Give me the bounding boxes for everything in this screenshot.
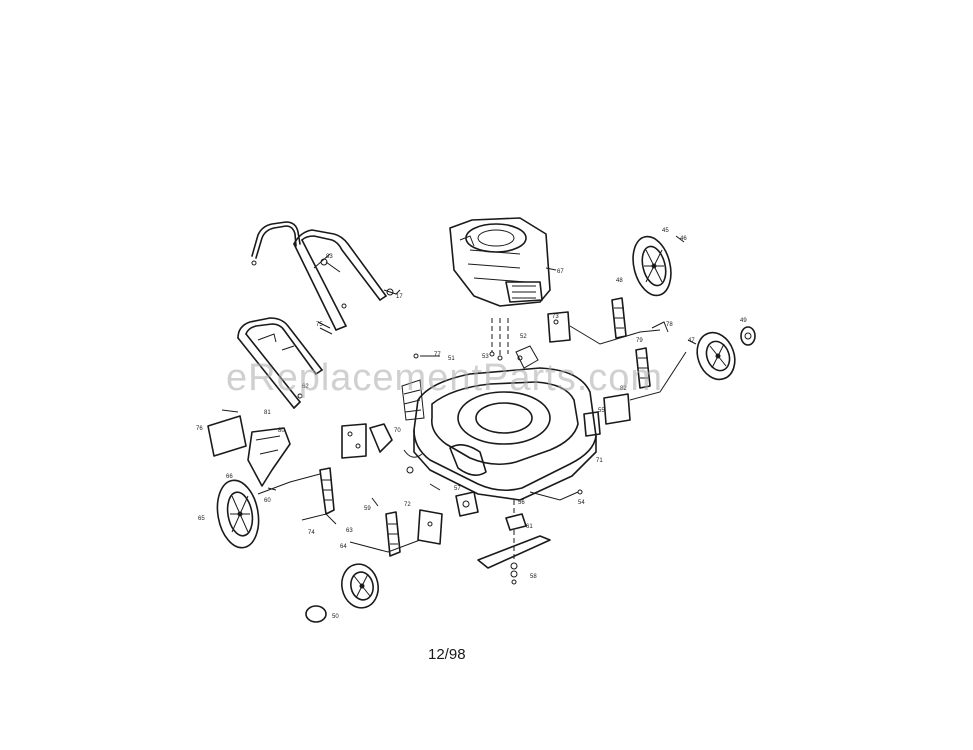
callout-50: 50	[332, 614, 339, 620]
height-adjuster-rear-left	[301, 423, 393, 525]
callout-74: 74	[308, 530, 315, 536]
hardware-leaders	[221, 235, 697, 507]
callout-49: 49	[740, 318, 747, 324]
callout-72: 72	[404, 502, 411, 508]
handle-assembly	[293, 229, 401, 335]
callout-60: 60	[264, 498, 271, 504]
site-watermark: eReplacementParts.com	[226, 357, 664, 399]
height-adjuster-rear-right	[547, 297, 669, 345]
callout-57: 57	[454, 486, 461, 492]
lower-handle	[237, 317, 323, 409]
callout-51: 51	[448, 356, 455, 362]
wheel-rear-right	[632, 235, 672, 297]
callout-78: 78	[666, 322, 673, 328]
callout-58: 58	[530, 574, 537, 580]
callout-53: 53	[482, 354, 489, 360]
callout-79: 79	[636, 338, 643, 344]
callout-73: 73	[552, 314, 559, 320]
engine-mount-bolts	[489, 318, 509, 361]
mower-deck	[401, 345, 597, 501]
upper-handle	[251, 221, 301, 266]
callout-71: 71	[596, 458, 603, 464]
callout-70: 70	[394, 428, 401, 434]
callout-82: 82	[620, 386, 627, 392]
date-code: 12/98	[428, 646, 466, 663]
callout-48: 48	[616, 278, 623, 284]
callout-67: 67	[557, 269, 564, 275]
wheel-front-left	[305, 563, 379, 623]
height-adjuster-front-right	[583, 347, 687, 437]
callout-45: 45	[662, 228, 669, 234]
callout-75: 75	[316, 322, 323, 328]
wheel-front-right	[696, 326, 756, 381]
part-callouts: 67 17 45 46 47 48 49 50 51 52 53 54 55 5…	[196, 228, 747, 620]
callout-80: 80	[278, 428, 285, 434]
rear-discharge-flap	[207, 415, 291, 487]
callout-56: 56	[518, 500, 525, 506]
engine	[449, 217, 557, 307]
wheel-rear-left	[216, 473, 321, 549]
callout-83: 83	[326, 254, 333, 260]
callout-17: 17	[396, 294, 403, 300]
height-adjuster-front-left	[349, 509, 443, 557]
callout-77: 77	[434, 352, 441, 358]
callout-55: 55	[598, 408, 605, 414]
callout-64: 64	[340, 544, 347, 550]
callout-66: 66	[226, 474, 233, 480]
callout-59: 59	[364, 506, 371, 512]
callout-47: 47	[688, 338, 695, 344]
callout-54: 54	[578, 500, 585, 506]
callout-61: 61	[526, 524, 533, 530]
blade-assembly	[455, 491, 551, 585]
callout-65: 65	[198, 516, 205, 522]
callout-46: 46	[680, 236, 687, 242]
callout-52: 52	[520, 334, 527, 340]
callout-81: 81	[264, 410, 271, 416]
callout-63: 63	[346, 528, 353, 534]
callout-76: 76	[196, 426, 203, 432]
callout-62: 62	[302, 384, 309, 390]
